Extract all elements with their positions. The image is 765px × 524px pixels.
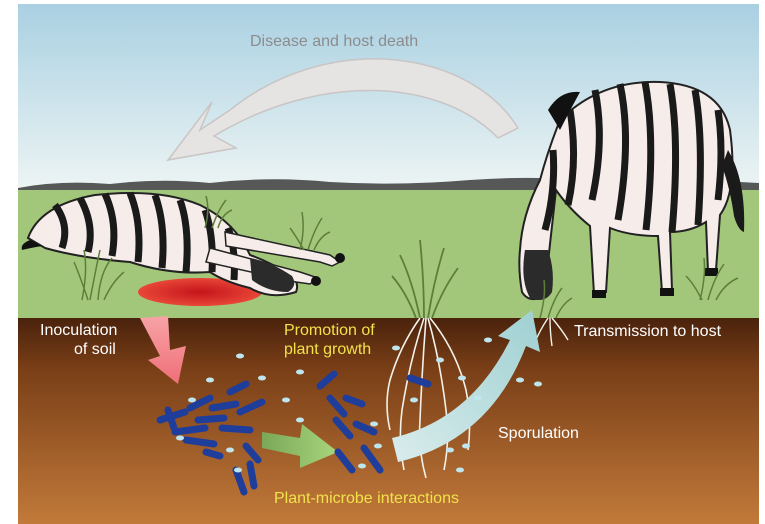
spore-icon (176, 436, 184, 441)
sporulation-label: Sporulation (498, 424, 579, 443)
spore-icon (236, 354, 244, 359)
promotion-label-line1: Promotion of (284, 321, 375, 340)
spore-icon (534, 382, 542, 387)
spore-icon (410, 398, 418, 403)
spore-icon (370, 422, 378, 427)
spore-icon (188, 398, 196, 403)
promotion-label-line2: plant growth (284, 340, 371, 359)
spore-icon (226, 448, 234, 453)
spore-icon (462, 444, 470, 449)
transmission-label: Transmission to host (574, 322, 721, 341)
disease-label: Disease and host death (250, 32, 418, 51)
spore-icon (296, 418, 304, 423)
spore-icon (456, 468, 464, 473)
inoculation-label-line2: of soil (74, 340, 116, 359)
bacteria-icon (198, 418, 224, 420)
spore-icon (358, 464, 366, 469)
spore-icon (516, 378, 524, 383)
spore-icon (258, 376, 266, 381)
spore-icon (392, 346, 400, 351)
spore-icon (234, 468, 242, 473)
spore-icon (374, 444, 382, 449)
bacteria-icon (212, 404, 236, 408)
spore-icon (436, 358, 444, 363)
spore-icon (446, 448, 454, 453)
spore-icon (484, 338, 492, 343)
spore-icon (296, 370, 304, 375)
spore-icon (474, 396, 482, 401)
spore-icon (206, 378, 214, 383)
bacteria-icon (206, 452, 220, 456)
spore-icon (458, 376, 466, 381)
plant-microbe-label: Plant-microbe interactions (274, 489, 459, 508)
bacteria-icon (222, 428, 250, 430)
bacteria-icon (186, 440, 214, 444)
bacteria-icon (250, 464, 254, 486)
spore-icon (282, 398, 290, 403)
inoculation-label-line1: Inoculation (40, 321, 117, 340)
bacteria-icon (175, 428, 205, 432)
